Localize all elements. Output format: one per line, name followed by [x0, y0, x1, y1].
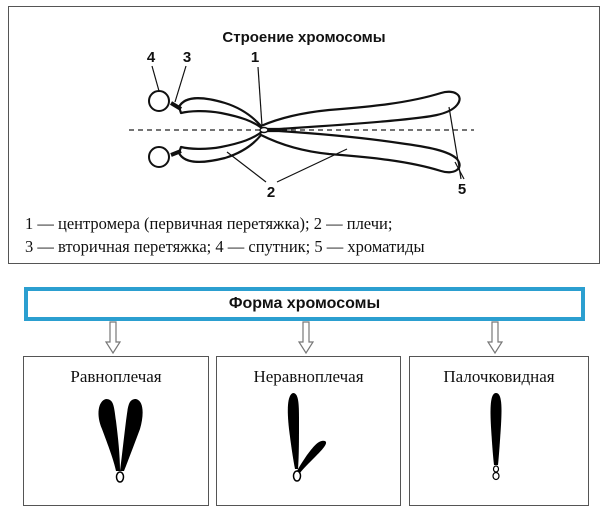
arrow-down-icon: [104, 321, 122, 355]
form-box-acrocentric: Палочковидная: [409, 356, 589, 506]
leader-arm-right: [276, 148, 348, 183]
structure-title: Строение хромосомы: [222, 29, 386, 46]
leader-chromatid-upper: [448, 106, 462, 180]
legend-line-2: 3 — вторичная перетяжка; 4 — спутник; 5 …: [25, 237, 425, 256]
centromere: [259, 126, 269, 134]
callout-5: 5: [458, 181, 466, 198]
callout-1: 1: [251, 49, 259, 66]
form-box-metacentric: Равноплечая: [23, 356, 209, 506]
leader-chromatid-lower: [454, 161, 465, 180]
secondary-constriction-upper: [169, 101, 183, 111]
legend-line-1: 1 — центромера (первичная перетяжка); 2 …: [25, 214, 393, 233]
submetacentric-chromosome-icon: [287, 393, 327, 482]
form-label: Неравноплечая: [253, 367, 364, 386]
acrocentric-chromosome-icon: [490, 393, 502, 481]
chromatid-lower: [177, 129, 461, 174]
form-label: Равноплечая: [70, 367, 162, 386]
secondary-constriction-lower: [170, 149, 182, 157]
arrow-down-icon: [297, 321, 315, 355]
leader-satellite: [151, 65, 160, 92]
callout-3: 3: [183, 49, 191, 66]
satellite-upper: [148, 90, 170, 112]
chromatid-upper: [177, 90, 461, 131]
form-label: Палочковидная: [443, 367, 555, 386]
structure-panel: Строение хромосомы 1 4 3 2 5 1 — центром…: [8, 6, 600, 264]
structure-legend: 1 — центромера (первичная перетяжка); 2 …: [25, 212, 425, 258]
satellite-lower: [148, 146, 170, 168]
leader-centromere: [257, 66, 263, 127]
forms-header: Форма хромосомы: [24, 287, 585, 321]
arrow-down-icon: [486, 321, 504, 355]
form-box-submetacentric: Неравноплечая: [216, 356, 401, 506]
callout-4: 4: [147, 49, 156, 66]
leader-secondary-constriction: [174, 65, 187, 103]
callout-2: 2: [267, 184, 275, 201]
metacentric-chromosome-icon: [98, 399, 143, 483]
leader-arm-left: [226, 151, 267, 183]
chromosome-structure-diagram: 1 4 3 2 5: [129, 49, 474, 201]
